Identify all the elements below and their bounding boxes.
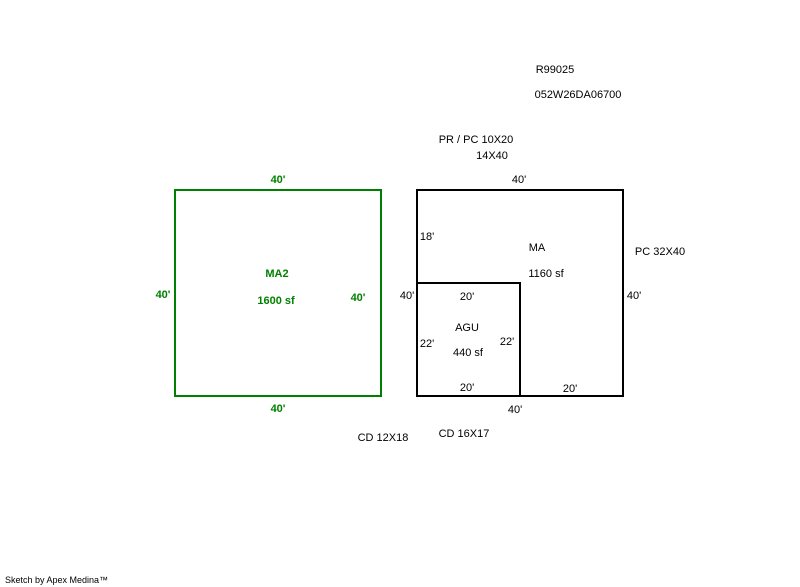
agu-label: AGU bbox=[455, 322, 479, 334]
agu-area: 440 sf bbox=[453, 347, 484, 359]
pr-pc-note: PR / PC 10X20 bbox=[439, 134, 514, 146]
agu-bottom-dim: 20' bbox=[460, 382, 474, 394]
ma2-bottom-dim: 40' bbox=[271, 403, 286, 415]
ma-left-dim: 40' bbox=[400, 290, 414, 302]
ma-bottom-right-dim: 20' bbox=[563, 383, 577, 395]
ma2-outline bbox=[174, 189, 382, 397]
ma-label: MA bbox=[529, 242, 546, 254]
ma2-area: 1600 sf bbox=[257, 295, 295, 307]
sketch-credit: Sketch by Apex Medina™ bbox=[5, 575, 108, 585]
ma2-left-dim: 40' bbox=[156, 289, 171, 301]
cd-note-1: CD 12X18 bbox=[358, 432, 409, 444]
agu-outline bbox=[416, 282, 521, 397]
ma2-label: MA2 bbox=[265, 268, 288, 280]
ma-left-upper-dim: 18' bbox=[420, 231, 434, 243]
agu-top-dim: 20' bbox=[460, 291, 474, 303]
agu-left-dim: 22' bbox=[420, 338, 434, 350]
ma2-right-dim: 40' bbox=[351, 292, 366, 304]
ma-area: 1160 sf bbox=[528, 268, 564, 280]
ma2-top-dim: 40' bbox=[271, 174, 286, 186]
cd-note-2: CD 16X17 bbox=[439, 428, 490, 440]
ma-bottom-dim: 40' bbox=[508, 404, 522, 416]
pc-note: PC 32X40 bbox=[635, 246, 685, 258]
agu-right-dim: 22' bbox=[500, 336, 514, 348]
ma-top-dim: 40' bbox=[512, 174, 526, 186]
parcel-id: R99025 bbox=[536, 64, 575, 76]
pr-pc-note-2: 14X40 bbox=[476, 150, 508, 162]
map-number: 052W26DA06700 bbox=[535, 89, 622, 101]
ma-right-dim: 40' bbox=[627, 290, 641, 302]
